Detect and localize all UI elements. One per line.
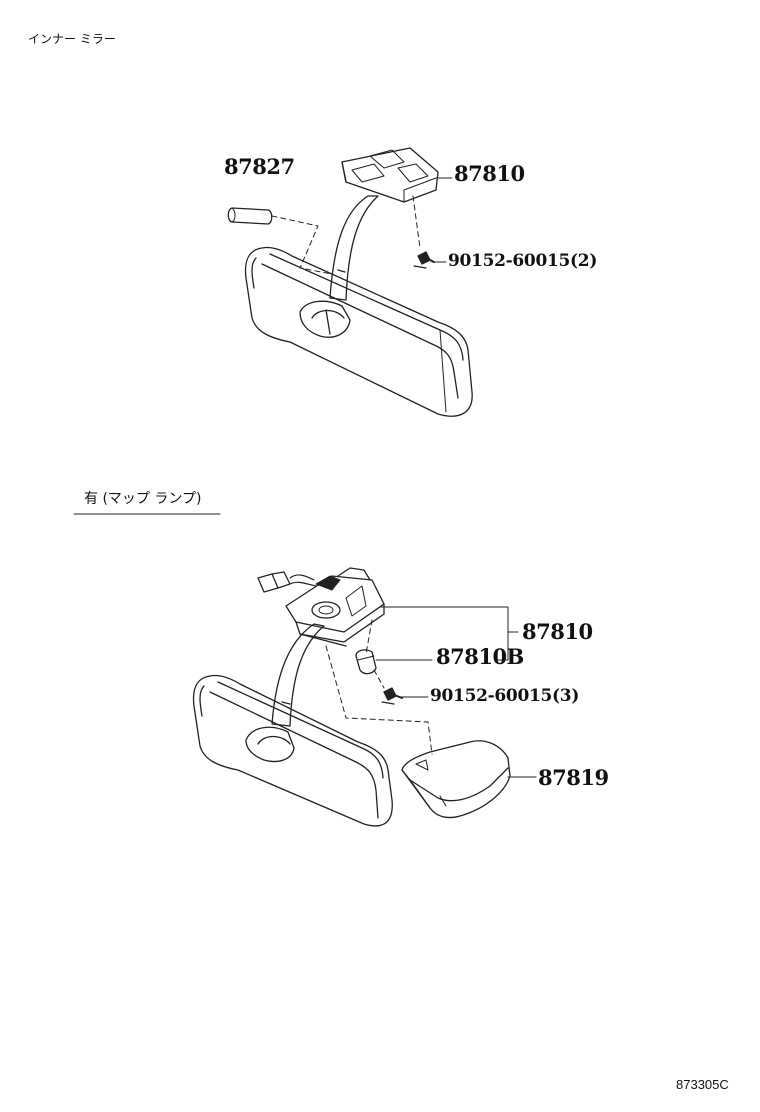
part-label-87810-a: 87810 (454, 161, 525, 186)
section-b-title: 有 (マップ ランプ) (84, 491, 202, 507)
page-title: インナー ミラー (28, 32, 116, 46)
label-leaders-b (375, 606, 537, 778)
leaders-a (271, 195, 421, 275)
leaders-b (325, 619, 433, 755)
part-label-87827: 87827 (224, 154, 295, 179)
part-label-bolt-b: 90152-60015(3) (430, 686, 580, 706)
part-label-bolt-a: 90152-60015(2) (448, 251, 598, 271)
part-label-87810b: 87810B (436, 644, 524, 669)
part-label-87810-b: 87810 (522, 619, 593, 644)
mirror-assembly-a (227, 147, 473, 417)
mirror-assembly-b (192, 567, 511, 827)
label-leaders-a (431, 177, 453, 263)
diagram-code: 873305C (676, 1077, 729, 1092)
part-label-87819: 87819 (538, 765, 609, 790)
